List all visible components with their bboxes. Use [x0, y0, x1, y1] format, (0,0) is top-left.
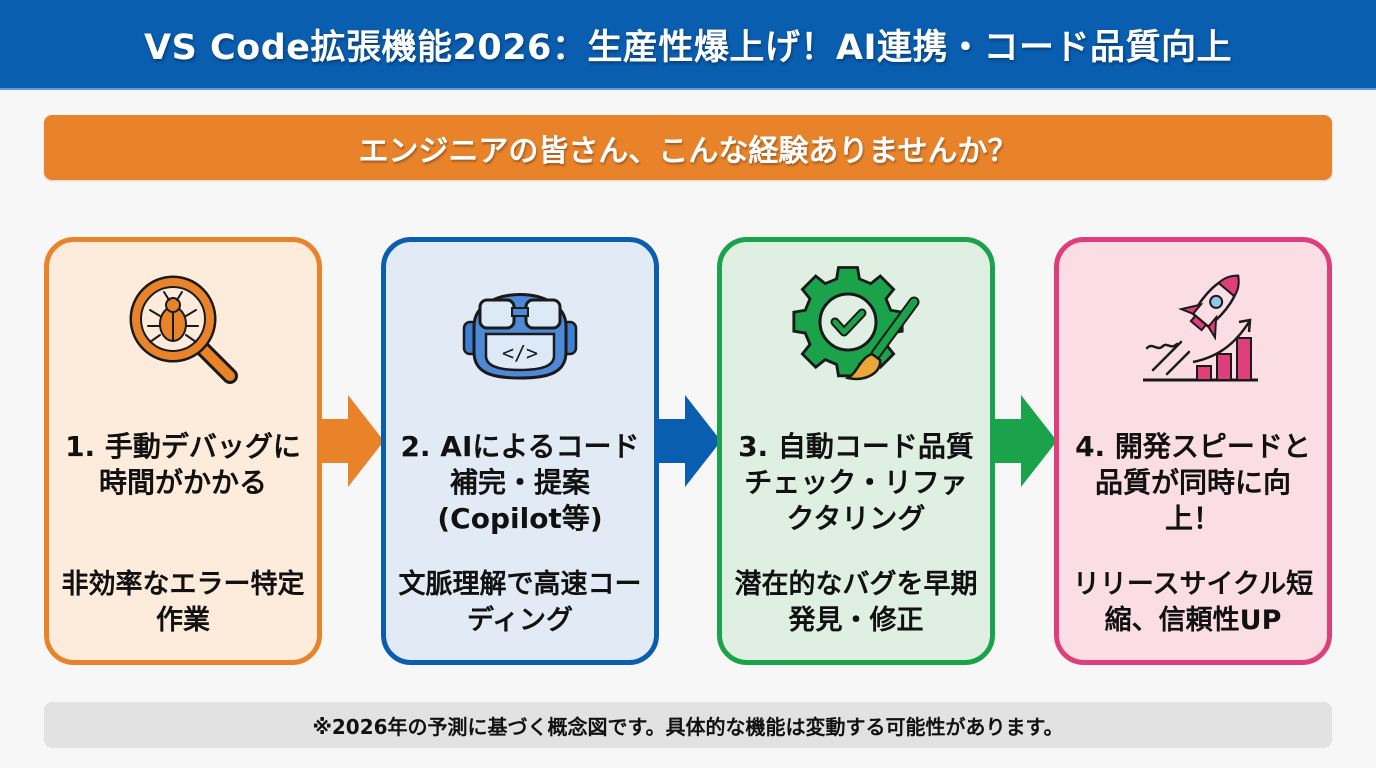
step-title: 1. 手動デバッグに時間がかかる: [65, 430, 301, 499]
gear-check-brush-icon: [786, 264, 926, 389]
step-card-1: 1. 手動デバッグに時間がかかる 非効率なエラー特定作業: [44, 237, 322, 665]
header-bar: VS Code拡張機能2026：生産性爆上げ！AI連携・コード品質向上: [0, 0, 1376, 90]
banner-text: エンジニアの皆さん、こんな経験ありませんか？: [358, 133, 1018, 169]
step-description: 文脈理解で高速コーディング: [398, 569, 642, 636]
ai-robot-code-icon: </>: [450, 264, 590, 389]
disclaimer-text: ※2026年の予測に基づく概念図です。具体的な機能は変動する可能性があります。: [312, 714, 1064, 739]
rocket-growth-chart-icon: [1123, 264, 1263, 389]
step-card-4: 4. 開発スピードと品質が同時に向上！ リリースサイクル短縮、信頼性UP: [1054, 237, 1332, 665]
arrow-right-icon: [322, 395, 384, 487]
step-title: 2. AIによるコード補完・提案(Copilot等): [400, 430, 640, 535]
step-description: リリースサイクル短縮、信頼性UP: [1072, 569, 1314, 636]
disclaimer-bar: ※2026年の予測に基づく概念図です。具体的な機能は変動する可能性があります。: [44, 702, 1332, 748]
step-title: 3. 自動コード品質チェック・リファクタリング: [738, 430, 974, 535]
arrow-right-icon: [659, 395, 721, 487]
step-card-3: 3. 自動コード品質チェック・リファクタリング 潜在的なバグを早期発見・修正: [717, 237, 995, 665]
page-title: VS Code拡張機能2026：生産性爆上げ！AI連携・コード品質向上: [143, 27, 1233, 68]
question-banner: エンジニアの皆さん、こんな経験ありませんか？: [44, 115, 1332, 180]
step-description: 潜在的なバグを早期発見・修正: [734, 569, 978, 636]
step-description: 非効率なエラー特定作業: [61, 569, 305, 636]
arrow-right-icon: [995, 395, 1057, 487]
step-title: 4. 開発スピードと品質が同時に向上！: [1075, 430, 1311, 535]
step-card-2: </> 2. AIによるコード補完・提案(Copilot等) 文脈理解で高速コー…: [381, 237, 659, 665]
magnifier-bug-icon: [113, 264, 253, 389]
svg-text:</>: </>: [502, 341, 538, 365]
